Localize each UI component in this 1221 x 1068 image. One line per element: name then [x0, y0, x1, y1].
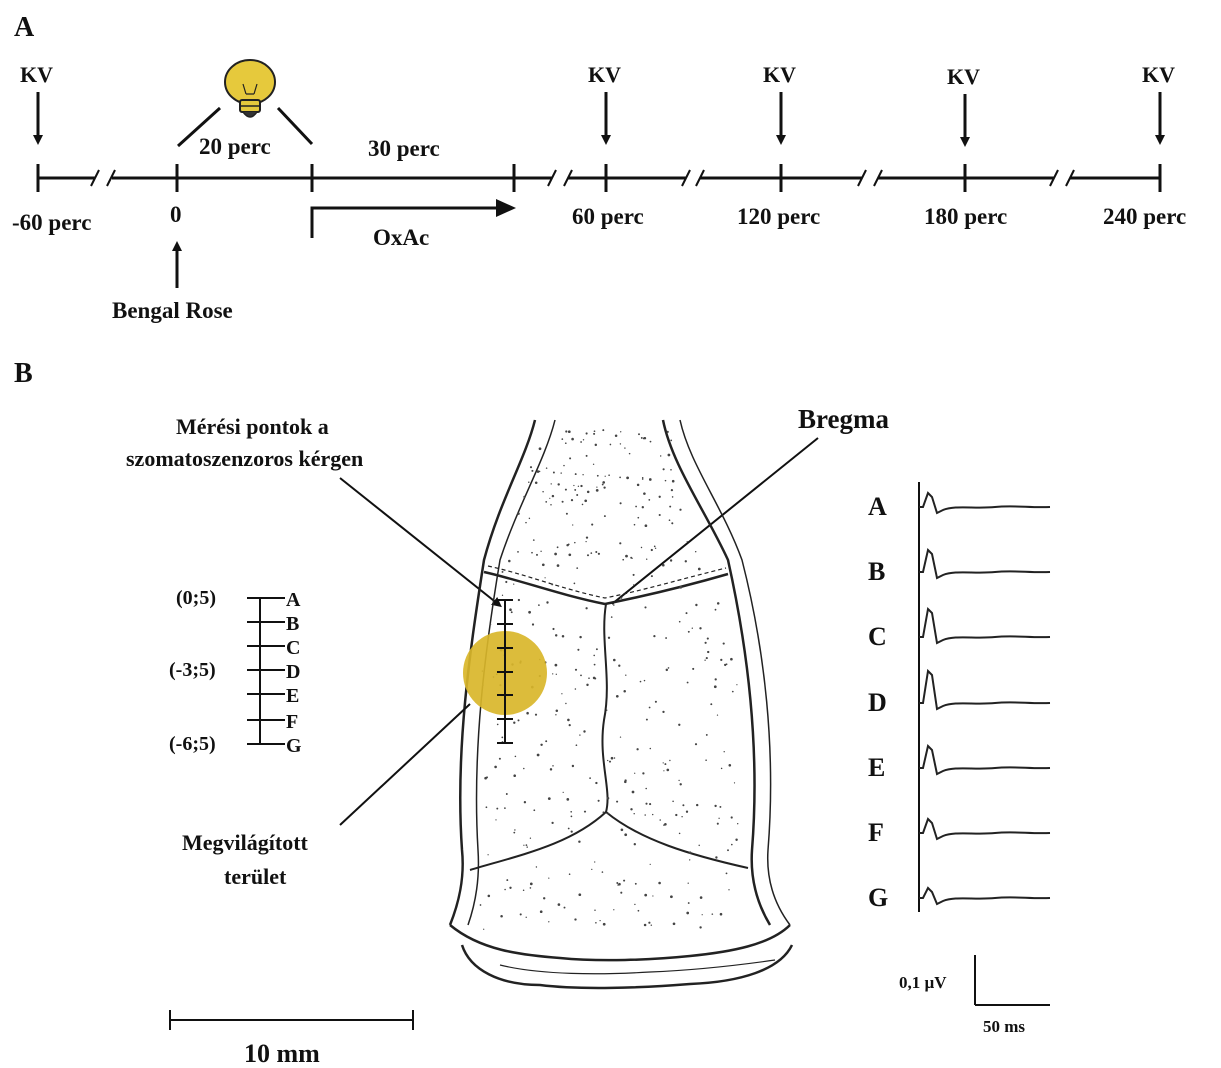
trace-letter-g: G	[868, 883, 888, 912]
coord-mid: (-3;5)	[169, 659, 216, 681]
illuminated-label-line1: Megvilágított	[182, 830, 309, 855]
illumination-duration: 20 perc	[199, 134, 271, 159]
point-legend-ruler	[247, 598, 285, 744]
point-letter-c: C	[286, 637, 300, 659]
panel-a-letter: A	[14, 12, 35, 43]
bregma-pointer	[612, 438, 818, 604]
bregma-label: Bregma	[798, 404, 889, 434]
illumination-bracket-right	[278, 108, 312, 144]
trace-b	[919, 550, 1050, 578]
timeline	[38, 164, 1160, 192]
kv-label: KV	[763, 62, 796, 87]
trace-letter-e: E	[868, 753, 885, 782]
illuminated-label-line2: terület	[224, 864, 287, 889]
point-letter-d: D	[286, 661, 300, 683]
measurement-label-line1: Mérési pontok a	[176, 414, 329, 439]
calibration-bar	[975, 955, 1050, 1005]
kv-label: KV	[947, 64, 980, 89]
panel-b: B Mérési pontok a szomatoszenzoros kérge…	[14, 358, 1050, 1068]
kv-marker-240: KV	[1142, 62, 1175, 140]
trace-d	[919, 671, 1050, 709]
kv-marker-120: KV	[763, 62, 796, 140]
measurement-pointer	[340, 478, 498, 604]
coord-bottom: (-6;5)	[169, 733, 216, 755]
scale-bar	[170, 1010, 413, 1030]
kv-label: KV	[588, 62, 621, 87]
evoked-traces	[919, 493, 1050, 904]
scale-bar-label: 10 mm	[244, 1039, 320, 1068]
trace-letters: A B C D E F G	[868, 492, 888, 912]
skull-measurement-ruler	[497, 600, 513, 743]
interval-duration: 30 perc	[368, 136, 440, 161]
point-letter-a: A	[286, 589, 301, 611]
kv-label: KV	[1142, 62, 1175, 87]
trace-letter-d: D	[868, 688, 887, 717]
point-letter-b: B	[286, 613, 299, 635]
kv-label: KV	[20, 62, 53, 87]
trace-letter-c: C	[868, 622, 887, 651]
kv-marker-180: KV	[947, 64, 980, 142]
time-label-minus60: -60 perc	[12, 210, 91, 235]
oxac-label: OxAc	[373, 225, 429, 250]
trace-e	[919, 746, 1050, 774]
trace-letter-a: A	[868, 492, 887, 521]
coord-top: (0;5)	[176, 587, 216, 609]
injection-label: Bengal Rose	[112, 298, 233, 323]
amplitude-scale-label: 0,1 µV	[899, 973, 947, 992]
time-label-60: 60 perc	[572, 204, 644, 229]
trace-letter-f: F	[868, 818, 884, 847]
panel-b-letter: B	[14, 358, 33, 389]
measurement-label-line2: szomatoszenzoros kérgen	[126, 446, 363, 471]
kv-marker-60: KV	[588, 62, 621, 140]
trace-a	[919, 493, 1050, 513]
time-label-180: 180 perc	[924, 204, 1007, 229]
trace-c	[919, 609, 1050, 643]
time-label-240: 240 perc	[1103, 204, 1186, 229]
time-label-zero: 0	[170, 202, 182, 227]
time-scale-label: 50 ms	[983, 1017, 1025, 1036]
illuminated-pointer	[340, 704, 470, 825]
point-letter-e: E	[286, 685, 299, 707]
point-letter-g: G	[286, 735, 302, 757]
time-label-120: 120 perc	[737, 204, 820, 229]
trace-f	[919, 819, 1050, 839]
trace-g	[919, 888, 1050, 904]
point-letter-f: F	[286, 711, 298, 733]
lamp-icon	[225, 60, 275, 117]
kv-marker-minus60: KV	[20, 62, 53, 140]
trace-letter-b: B	[868, 557, 885, 586]
panel-a: A KV KV KV KV KV	[12, 12, 1186, 323]
